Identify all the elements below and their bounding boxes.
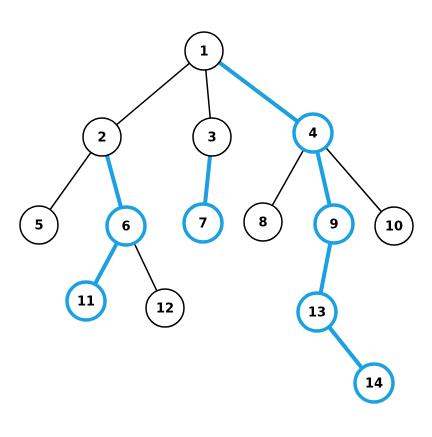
node-circle-13 (296, 291, 338, 333)
edge-1-3 (205, 69, 211, 119)
node-label-7: 7 (198, 217, 207, 232)
edge-2-5 (49, 151, 92, 211)
edges-layer (49, 60, 383, 371)
tree-node-7: 7 (182, 202, 224, 244)
node-label-3: 3 (207, 131, 216, 146)
edge-6-11 (92, 240, 120, 287)
edge-4-10 (324, 146, 383, 213)
node-label-9: 9 (329, 218, 338, 233)
tree-node-2: 2 (82, 117, 122, 157)
tree-node-1: 1 (184, 31, 224, 71)
node-circle-10 (374, 206, 414, 246)
node-label-11: 11 (77, 295, 95, 310)
node-circle-11 (65, 280, 107, 322)
edge-1-4 (217, 60, 300, 124)
node-circle-14 (353, 362, 395, 404)
node-label-1: 1 (199, 45, 208, 60)
tree-node-6: 6 (105, 205, 147, 247)
node-label-10: 10 (385, 220, 403, 235)
node-label-4: 4 (308, 127, 317, 142)
node-label-13: 13 (308, 306, 326, 321)
node-label-6: 6 (121, 220, 130, 235)
edge-6-12 (133, 242, 158, 292)
node-circle-6 (105, 205, 147, 247)
node-circle-8 (243, 202, 283, 242)
tree-node-3: 3 (192, 117, 232, 157)
node-circle-9 (313, 203, 355, 245)
node-circle-1 (184, 31, 224, 71)
node-circle-12 (145, 288, 185, 328)
tree-node-11: 11 (65, 280, 107, 322)
tree-node-14: 14 (353, 362, 395, 404)
tree-node-9: 9 (313, 203, 355, 245)
tree-node-10: 10 (374, 206, 414, 246)
node-label-14: 14 (365, 377, 383, 392)
edge-4-9 (315, 149, 332, 208)
edge-9-13 (318, 240, 333, 296)
node-circle-5 (19, 205, 59, 245)
edge-13-14 (326, 324, 365, 371)
edge-2-6 (104, 153, 124, 210)
node-circle-4 (292, 112, 334, 154)
node-label-12: 12 (156, 302, 174, 317)
tree-node-8: 8 (243, 202, 283, 242)
edge-1-2 (115, 62, 191, 126)
node-circle-2 (82, 117, 122, 157)
tree-node-12: 12 (145, 288, 185, 328)
tree-node-4: 4 (292, 112, 334, 154)
tree-node-13: 13 (296, 291, 338, 333)
node-circle-7 (182, 202, 224, 244)
edge-4-8 (271, 148, 305, 207)
edge-3-7 (203, 153, 212, 207)
node-circle-3 (192, 117, 232, 157)
node-label-5: 5 (34, 219, 43, 234)
node-label-8: 8 (258, 216, 267, 231)
tree-node-5: 5 (19, 205, 59, 245)
node-label-2: 2 (97, 131, 106, 146)
